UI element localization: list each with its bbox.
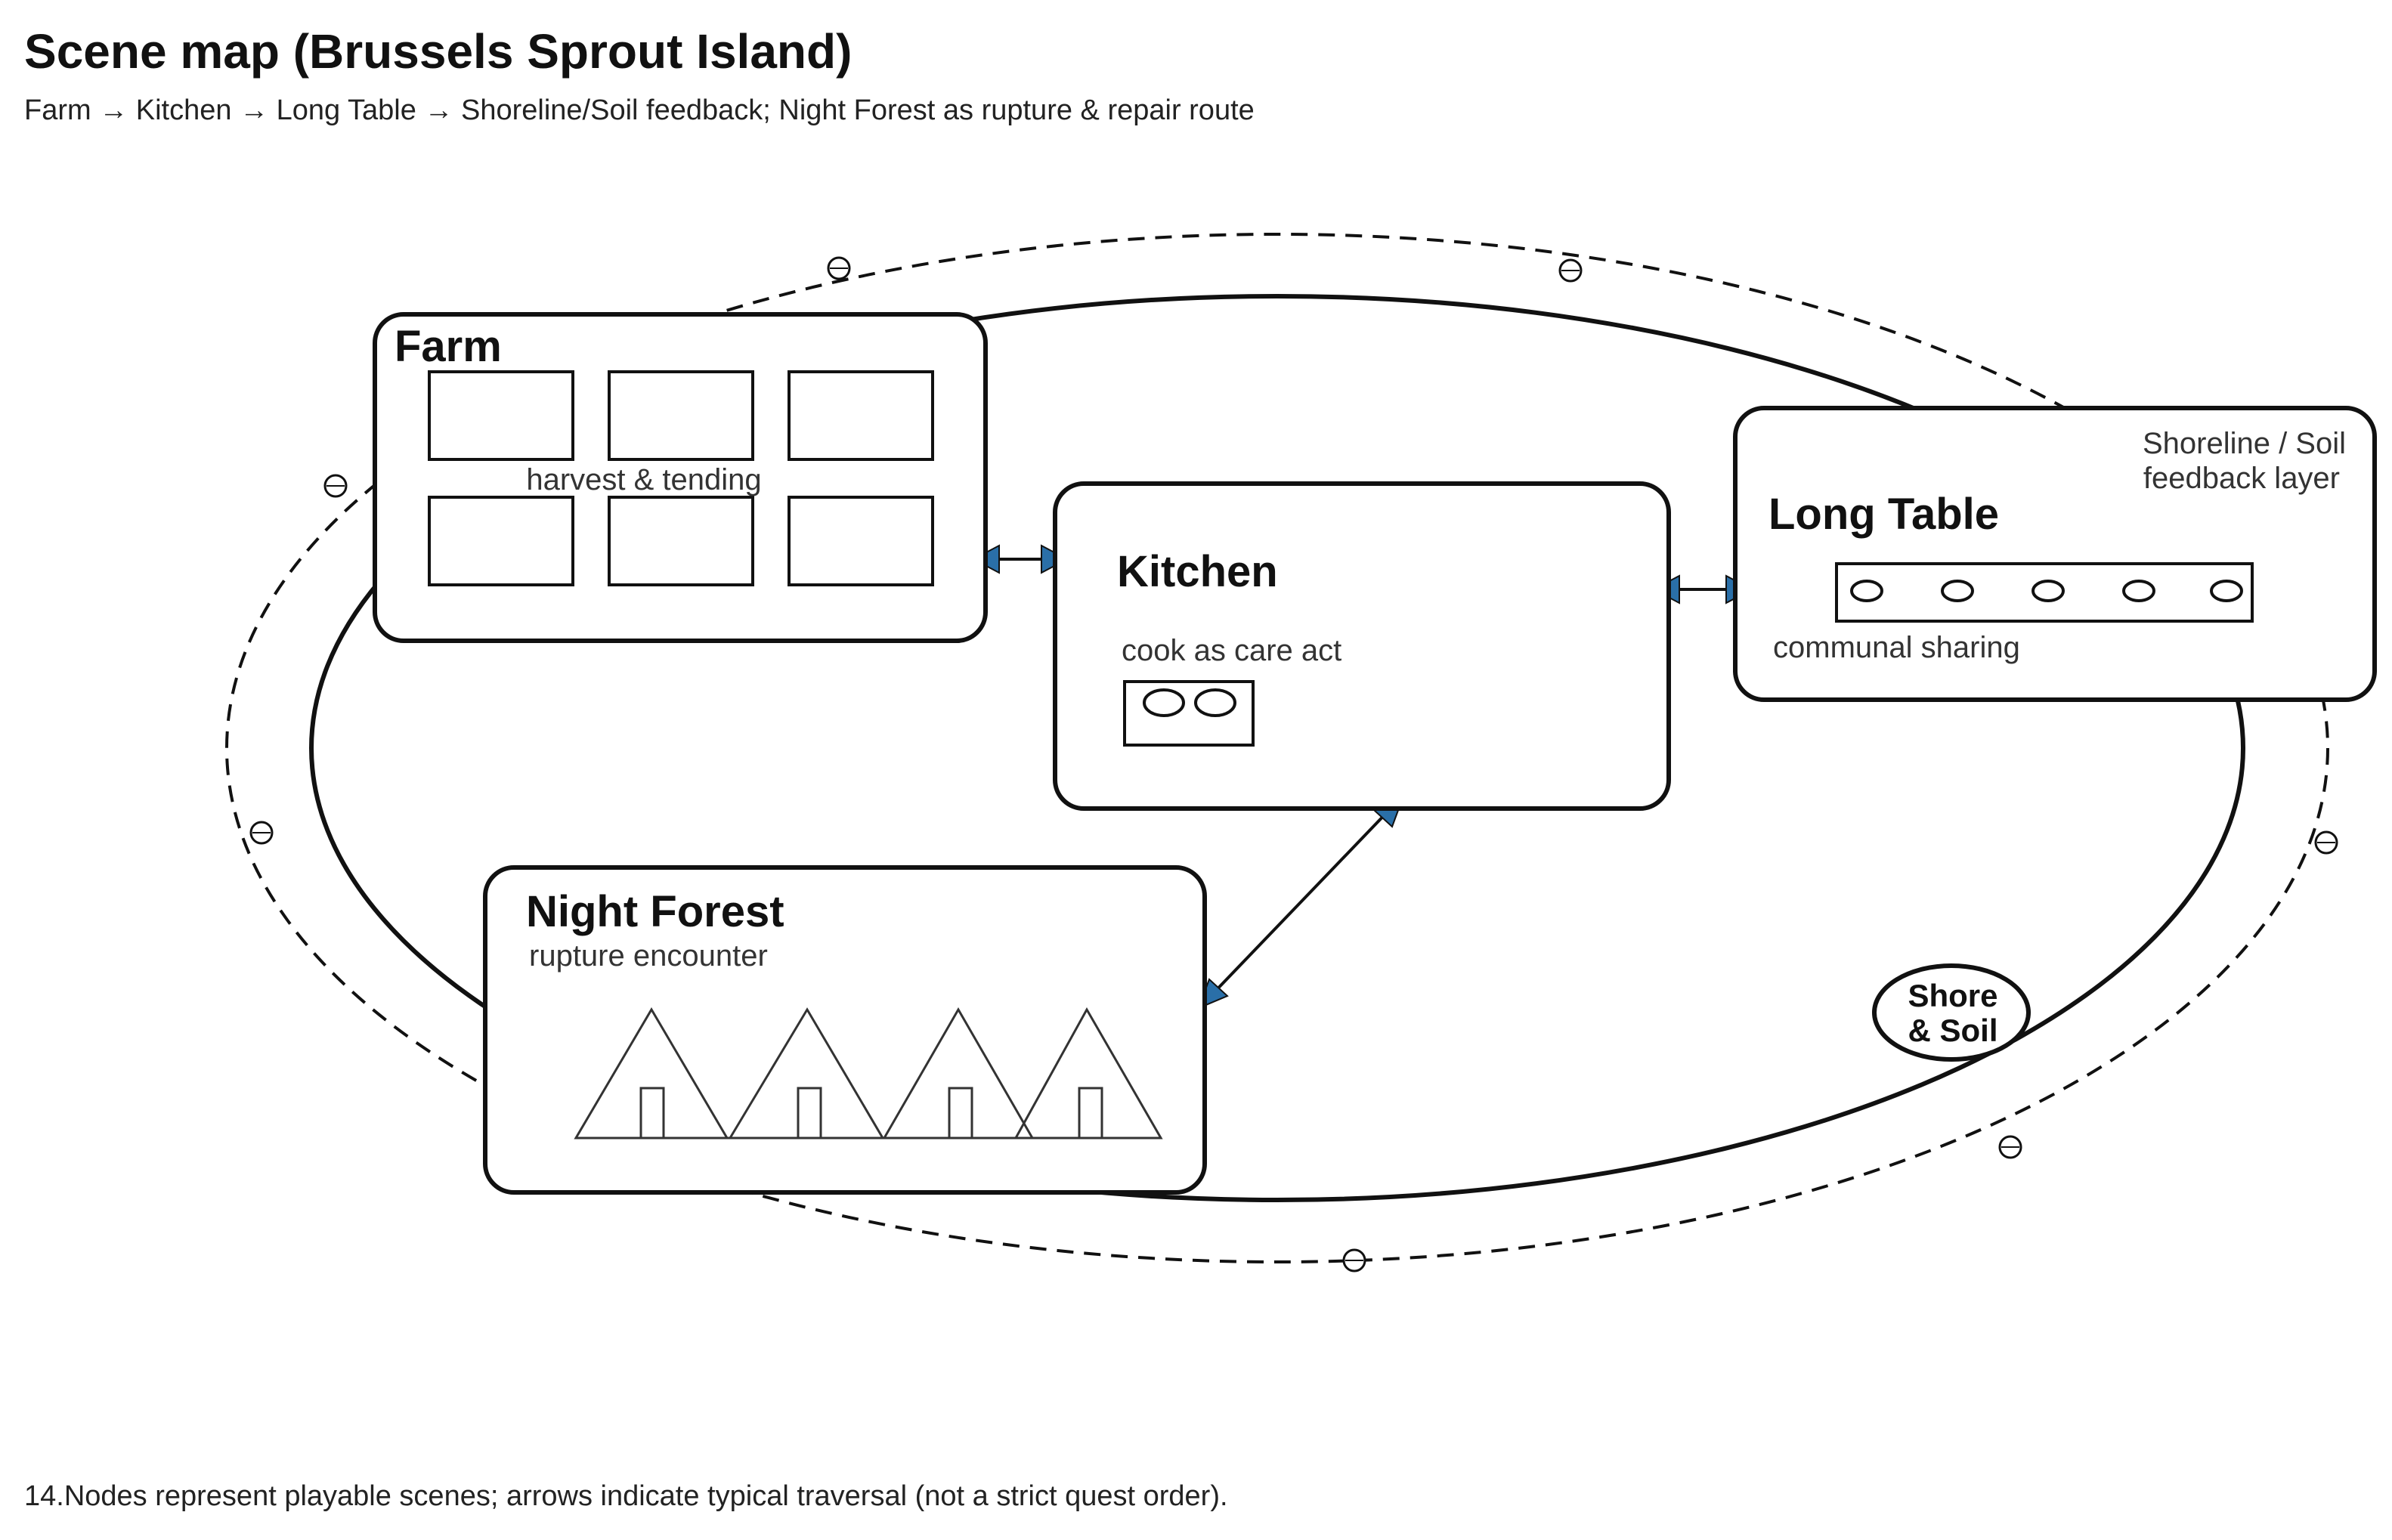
- waypoint-marker: [1998, 1135, 2022, 1159]
- waypoint-marker: [1342, 1248, 1366, 1273]
- node-long-table[interactable]: Shoreline / Soil feedback layer Long Tab…: [1733, 406, 2377, 702]
- node-farm[interactable]: Farm harvest & tending: [373, 312, 988, 643]
- node-kitchen[interactable]: Kitchen cook as care act: [1053, 481, 1671, 811]
- outer-dashed-route: [225, 233, 2329, 1263]
- waypoint-marker: [827, 256, 851, 280]
- tree-icons: [574, 1007, 1163, 1140]
- farm-box: [373, 312, 988, 643]
- page-subtitle: Farm → Kitchen → Long Table → Shoreline/…: [24, 94, 1255, 126]
- shore-soil-badge-line2: & Soil: [1908, 1013, 1997, 1048]
- kitchen-title: Kitchen: [1117, 547, 1278, 596]
- shore-soil-badge-line1: Shore: [1908, 978, 1997, 1013]
- waypoint-marker: [323, 474, 348, 498]
- node-night-forest[interactable]: Night Forest rupture encounter: [483, 865, 1207, 1195]
- route-waypoints: [249, 256, 2338, 1273]
- stove-icon: [1123, 680, 1255, 747]
- kitchen-box: [1053, 481, 1671, 811]
- waypoint-marker: [2314, 830, 2338, 855]
- table-with-seats-icon: [1835, 562, 2254, 623]
- long-table-subtitle: communal sharing: [1773, 631, 2020, 664]
- shore-soil-badge-outline: [1872, 963, 2031, 1062]
- long-table-note-line1: Shoreline / Soil: [2143, 427, 2346, 460]
- farm-subtitle: harvest & tending: [526, 463, 761, 496]
- shore-soil-badge[interactable]: Shore & Soil: [1872, 963, 2031, 1062]
- footer-caption: 14.Nodes represent playable scenes; arro…: [24, 1480, 1228, 1512]
- waypoint-marker: [1558, 258, 1583, 283]
- farm-title: Farm: [395, 322, 502, 371]
- long-table-note-line2: feedback layer: [2143, 462, 2340, 495]
- night-forest-title: Night Forest: [526, 887, 784, 936]
- night-forest-subtitle: rupture encounter: [529, 939, 768, 973]
- farm-plots: [428, 370, 934, 586]
- night-forest-box: [483, 865, 1207, 1195]
- waypoint-marker: [249, 821, 274, 845]
- long-table-title: Long Table: [1768, 490, 1999, 539]
- page-title: Scene map (Brussels Sprout Island): [24, 24, 852, 79]
- kitchen-subtitle: cook as care act: [1122, 634, 1341, 667]
- long-table-box: [1733, 406, 2377, 702]
